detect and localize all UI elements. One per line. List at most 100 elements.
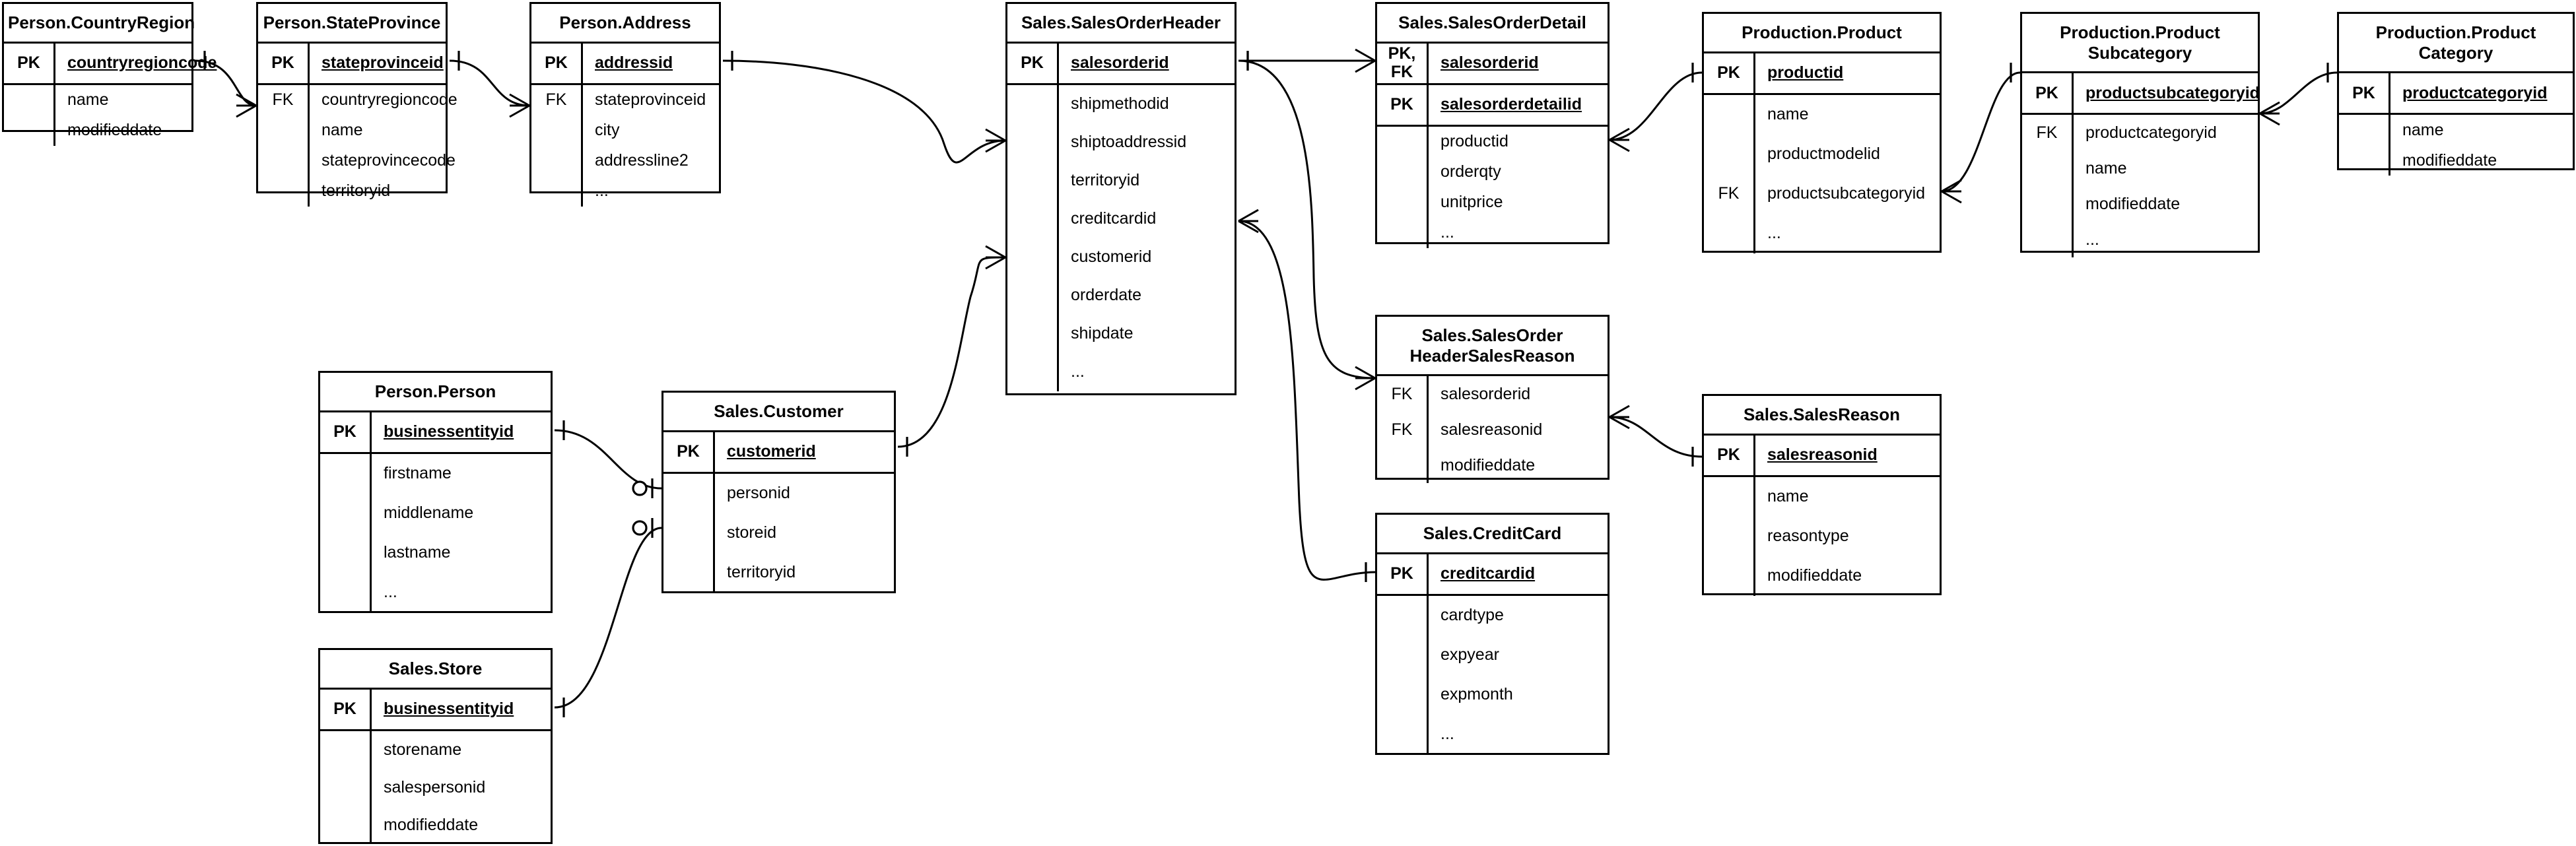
- key-column-name: salesorderdetailid: [1441, 95, 1582, 114]
- attribute-key-badge: [2339, 115, 2390, 146]
- attribute-key-badge: [1007, 199, 1059, 238]
- key-badge: PK: [258, 43, 310, 83]
- attribute-key-badge: [320, 572, 372, 612]
- entity-title: Production.Product: [1704, 14, 1940, 53]
- attribute-key-badge: [258, 115, 310, 146]
- key-column-name: salesorderid: [1071, 53, 1169, 73]
- attribute-row: modifieddate: [1704, 556, 1940, 596]
- key-column-name: productsubcategoryid: [2085, 83, 2260, 102]
- attribute-key-badge: [320, 493, 372, 533]
- entity-title: Person.Person: [320, 373, 551, 412]
- attribute-key-badge: [1704, 476, 1755, 517]
- attribute-row: ...: [1007, 352, 1235, 391]
- attribute-row: stateprovincecode: [258, 145, 456, 176]
- entity-title: Sales.SalesOrderDetail: [1377, 4, 1608, 44]
- attribute-row: name: [2339, 115, 2573, 146]
- attribute-name: storeid: [727, 523, 777, 542]
- attribute-key-badge: [4, 115, 55, 146]
- attribute-key-badge: [320, 731, 372, 769]
- attribute-name: reasontype: [1767, 527, 1849, 546]
- key-column-name: salesorderid: [1441, 53, 1539, 73]
- attribute-key-badge: [1704, 516, 1755, 556]
- attribute-row: shiptoaddressid: [1007, 123, 1235, 162]
- attribute-name: storename: [384, 740, 462, 759]
- key-badge: PK: [4, 43, 55, 83]
- attribute-key-badge: [2339, 145, 2390, 176]
- attribute-row: middlename: [320, 493, 551, 533]
- attribute-name: lastname: [384, 543, 451, 562]
- attribute-row: name: [2022, 150, 2258, 187]
- attribute-name: creditcardid: [1071, 209, 1157, 228]
- key-column-name: countryregioncode: [67, 53, 217, 73]
- attribute-name: ...: [2085, 230, 2099, 249]
- attribute-key-badge: [1007, 84, 1059, 123]
- attribute-row: storeid: [663, 513, 894, 553]
- attribute-row: salespersonid: [320, 768, 551, 806]
- key-column-name: customerid: [727, 442, 816, 461]
- key-badge: PK: [1377, 84, 1429, 125]
- attribute-row: expmonth: [1377, 674, 1608, 715]
- attribute-key-badge: [1377, 714, 1429, 754]
- attribute-key-badge: [2022, 150, 2074, 187]
- attribute-key-badge: [1377, 635, 1429, 675]
- attribute-row: ...: [320, 572, 551, 612]
- attribute-name: name: [322, 121, 363, 140]
- attribute-key-badge: FK: [1377, 412, 1429, 448]
- attribute-name: modifieddate: [1767, 566, 1862, 585]
- attribute-row: customerid: [1007, 238, 1235, 277]
- attribute-key-badge: [1377, 217, 1429, 248]
- attribute-key-badge: [663, 552, 715, 593]
- attribute-name: name: [67, 90, 109, 110]
- entity-title: Sales.CreditCard: [1377, 515, 1608, 554]
- attribute-key-badge: [1007, 276, 1059, 315]
- attribute-key-badge: [1007, 123, 1059, 162]
- attribute-row: modifieddate: [320, 806, 551, 844]
- relationship-r13: [554, 518, 662, 717]
- key-column-name: creditcardid: [1441, 564, 1536, 583]
- attribute-row: reasontype: [1704, 516, 1940, 556]
- entity-title: Person.CountryRegion: [4, 4, 195, 44]
- key-badge: PK: [1704, 435, 1755, 475]
- attribute-row: territoryid: [663, 552, 894, 593]
- attribute-name: modifieddate: [384, 815, 479, 834]
- attribute-name: stateprovincecode: [322, 151, 456, 170]
- attribute-key-badge: [1007, 238, 1059, 277]
- attribute-row: modifieddate: [4, 115, 191, 146]
- attribute-key-badge: [531, 176, 583, 207]
- entity-title: Sales.SalesOrderHeader: [1007, 4, 1235, 44]
- attribute-name: shipmethodid: [1071, 94, 1169, 114]
- attribute-key-badge: [2022, 186, 2074, 222]
- key-badge: PK: [1704, 53, 1755, 93]
- attribute-rows: name modifieddate: [4, 84, 191, 146]
- entity-title: Sales.Customer: [663, 393, 894, 432]
- key-column-name: productcategoryid: [2402, 83, 2548, 102]
